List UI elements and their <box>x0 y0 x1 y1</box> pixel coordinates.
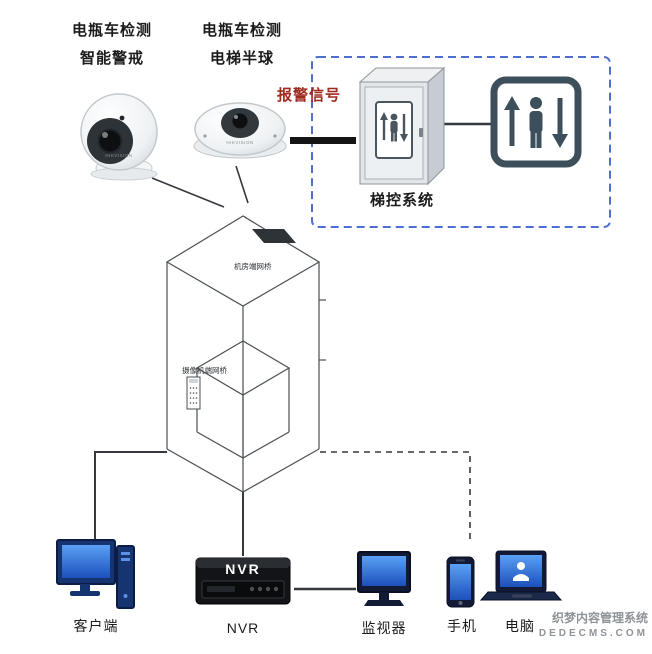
elevator-sign-icon <box>490 76 582 168</box>
phone-icon <box>446 556 475 608</box>
watermark-line1: 织梦内容管理系统 <box>551 611 648 625</box>
dome-camera-brand: HIKVISION <box>226 140 254 145</box>
laptop-icon <box>479 550 563 601</box>
elevator-shaft <box>165 215 326 493</box>
connector-shaft-to-client <box>94 451 167 540</box>
turret-camera-icon <box>80 93 158 181</box>
down-arrow-icon <box>400 134 408 142</box>
nvr-device-icon <box>195 557 291 605</box>
nvr-front-text: NVR <box>225 561 261 577</box>
client-computer-icon <box>56 539 135 609</box>
screen <box>362 556 406 586</box>
front-button <box>257 586 263 592</box>
person-icon <box>390 121 398 133</box>
speaker <box>456 559 465 562</box>
connector-dome-to-shaft <box>235 165 249 204</box>
turret-camera-caption-line1: 电瓶车检测 <box>71 22 152 39</box>
touchpad <box>512 594 532 598</box>
pc-tower <box>116 545 135 609</box>
dome-camera-caption-line2: 电梯半球 <box>209 50 274 67</box>
nvr-label: NVR <box>226 620 260 636</box>
connector-shaft-to-terminals-dashed <box>320 451 471 543</box>
monitor-icon <box>357 551 411 606</box>
screen <box>500 555 542 587</box>
screen <box>450 564 471 600</box>
car-bridge-label: 摄像机端网桥 <box>182 366 227 375</box>
front-button <box>265 586 271 592</box>
user-icon <box>513 574 529 581</box>
dome-camera-caption-line1: 电瓶车检测 <box>201 22 282 39</box>
cabinet-handle <box>419 128 423 137</box>
front-button <box>249 586 255 592</box>
mini-dome-camera-icon <box>193 102 287 159</box>
camera-sensor-dot <box>119 115 125 121</box>
screen <box>62 545 110 578</box>
screw <box>203 134 207 138</box>
phone-label: 手机 <box>447 618 477 634</box>
ceiling-vent <box>252 229 296 243</box>
connector-turret-to-shaft <box>151 177 225 208</box>
client-label: 客户端 <box>73 618 119 634</box>
down-arrow-icon <box>552 134 568 148</box>
connectors <box>94 122 492 591</box>
power-button <box>123 594 128 598</box>
camera-lens <box>97 128 123 154</box>
control-cabinet-icon <box>358 66 446 186</box>
alarm-signal-label: 报警信号 <box>277 87 342 104</box>
screw <box>273 134 277 138</box>
elevator-control-system-label: 梯控系统 <box>369 192 434 209</box>
dvd-slot <box>207 586 235 592</box>
monitor-label: 监视器 <box>361 620 407 636</box>
machine-room-bridge-label: 机房端网桥 <box>234 262 272 271</box>
turret-camera-caption-line2: 智能警戒 <box>79 50 144 67</box>
alarm-signal-line <box>290 137 356 144</box>
turret-camera-brand: HIKVISION <box>105 153 133 158</box>
watermark-line2: DEDECMS.COM <box>538 628 648 639</box>
laptop-label: 电脑 <box>505 618 535 634</box>
up-arrow-icon <box>380 112 388 120</box>
up-arrow-icon <box>504 96 520 110</box>
person-icon <box>529 111 543 133</box>
home-button <box>458 601 463 605</box>
panel-buttons <box>189 387 198 404</box>
front-button <box>273 586 279 592</box>
